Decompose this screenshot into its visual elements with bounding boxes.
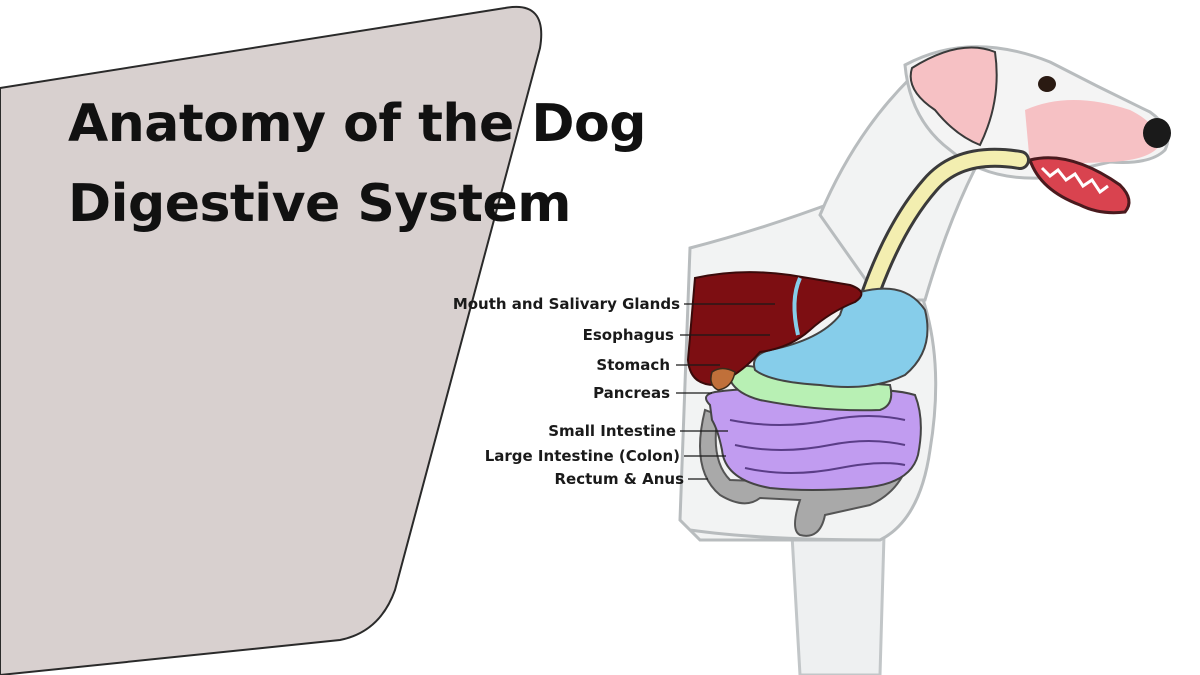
label-esophagus: Esophagus [582, 326, 674, 344]
label-stomach: Stomach [596, 356, 670, 374]
stomach-organ [753, 287, 929, 389]
title-line-1: Anatomy of the Dog [68, 94, 646, 154]
label-leader-lines [676, 303, 775, 480]
slide-title: Anatomy of the Dog Digestive System [68, 84, 646, 244]
dog-illustration [678, 45, 1171, 675]
label-small-intestine: Small Intestine [548, 422, 676, 440]
label-mouth-salivary-glands: Mouth and Salivary Glands [452, 295, 680, 313]
gallbladder-organ [710, 367, 736, 391]
dog-ear [909, 46, 998, 147]
nose-icon [1143, 118, 1171, 148]
title-panel [0, 5, 543, 675]
eye-icon [1038, 76, 1056, 92]
dog-snout [1025, 100, 1160, 165]
label-large-intestine: Large Intestine (Colon) [484, 447, 680, 465]
label-pancreas: Pancreas [593, 384, 670, 402]
dog-teeth [1040, 166, 1109, 195]
dog-mouth [1028, 156, 1131, 215]
label-rectum-anus: Rectum & Anus [554, 470, 684, 488]
title-line-2: Digestive System [68, 174, 571, 234]
